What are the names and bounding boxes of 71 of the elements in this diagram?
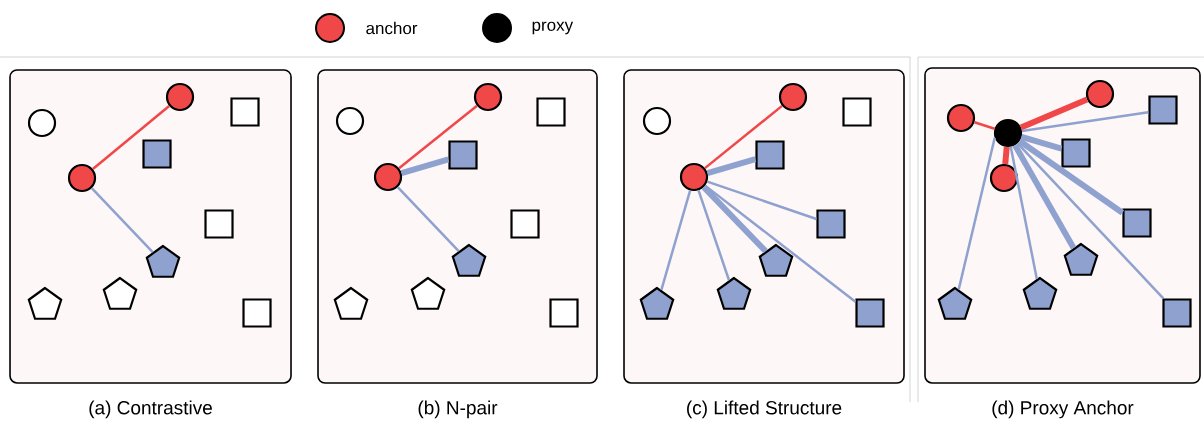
pentagon-point [410,276,446,310]
square-point [1061,138,1091,168]
circle-point [778,82,808,112]
connecting-line [1019,96,1089,131]
square-point [142,139,172,169]
connecting-line [660,190,692,291]
circle-point [473,82,503,112]
square-point [1162,298,1192,328]
connecting-line [92,105,170,170]
connecting-line [1012,143,1077,250]
connecting-line [706,156,757,176]
connecting-line [1021,110,1149,133]
circle-point [946,103,976,133]
square-point [1148,95,1178,125]
pentagon-point [639,286,675,320]
connecting-line [1020,134,1063,152]
square-point [448,140,478,170]
square-point [536,97,566,127]
connecting-line [957,137,996,290]
panel-caption: (b) N-pair [418,400,498,419]
pentagon-point [451,243,487,277]
square-point [842,97,872,127]
panel-box [317,69,598,384]
circle-point [642,106,672,136]
circle-point [335,106,365,136]
square-point [510,209,540,239]
square-point [755,140,785,170]
connecting-line [1002,146,1010,165]
square-point [1122,208,1152,238]
pentagon-point [1022,276,1058,310]
pentagon-point [937,286,973,320]
connecting-line [396,186,460,252]
legend-label: anchor [366,21,418,35]
connecting-line [974,121,995,130]
square-point [204,209,234,239]
connecting-line [90,187,154,253]
circle-point [165,82,195,112]
square-point [549,298,579,328]
circle-point [993,118,1023,148]
square-point [855,298,885,328]
pentagon-point [716,276,752,310]
circle-point [67,163,97,193]
pentagon-point [333,286,369,320]
square-point [816,209,846,239]
pentagon-point [102,276,138,310]
connecting-line [706,180,817,221]
panel-box [9,69,292,384]
connecting-line [1016,142,1165,300]
connecting-line [1009,146,1039,280]
circle-point [679,162,709,192]
circle-point [373,162,403,192]
connecting-line [1017,138,1125,216]
connecting-line [704,104,783,170]
panel-caption: (c) Lifted Structure [687,400,842,419]
connecting-line [701,185,768,254]
connecting-line [704,184,857,303]
connecting-line [697,189,731,281]
panel-caption: (d) Proxy Anchor [992,400,1134,419]
panel-caption: (a) Contrastive [89,400,212,419]
legend-label: proxy [532,21,574,35]
pentagon-point [27,286,63,320]
pentagon-point [758,243,794,277]
square-point [242,298,272,328]
circle-point [1085,79,1115,109]
circle-point [27,108,57,138]
square-point [230,97,260,127]
connecting-line [400,156,450,176]
connecting-line [398,104,478,170]
circle-point [989,163,1019,193]
pentagon-point [145,244,181,278]
pentagon-point [1063,242,1099,276]
